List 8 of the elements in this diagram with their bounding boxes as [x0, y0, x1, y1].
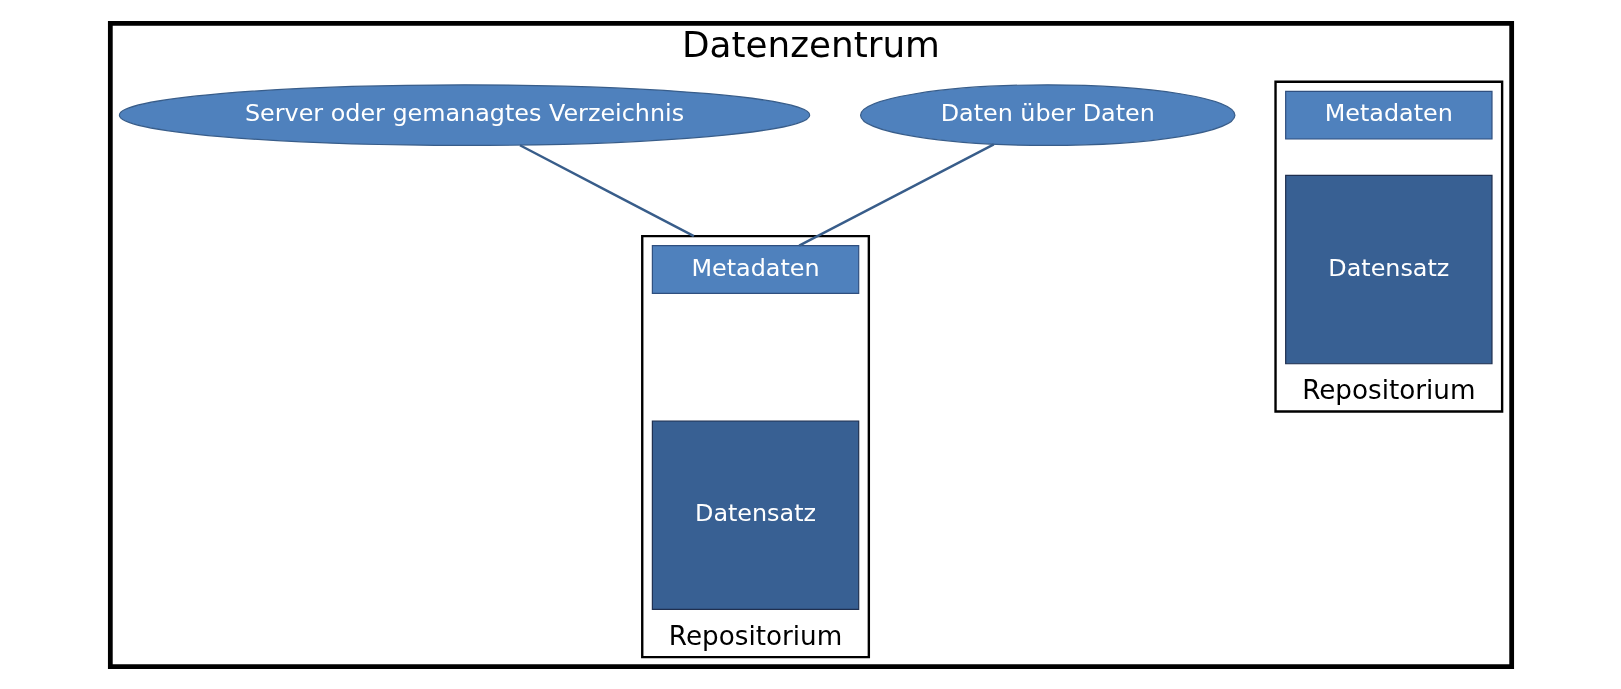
node-box: Datensatz	[651, 419, 859, 610]
connector	[518, 143, 694, 237]
node-box: Metadaten	[651, 244, 859, 294]
node-ellipse: Server oder gemanagtes Verzeichnis	[118, 83, 810, 146]
node-box: Metadaten	[1284, 90, 1493, 140]
node-box: Datensatz	[1284, 174, 1493, 364]
connector	[798, 142, 994, 247]
node-ellipse: Daten über Daten	[859, 83, 1236, 146]
